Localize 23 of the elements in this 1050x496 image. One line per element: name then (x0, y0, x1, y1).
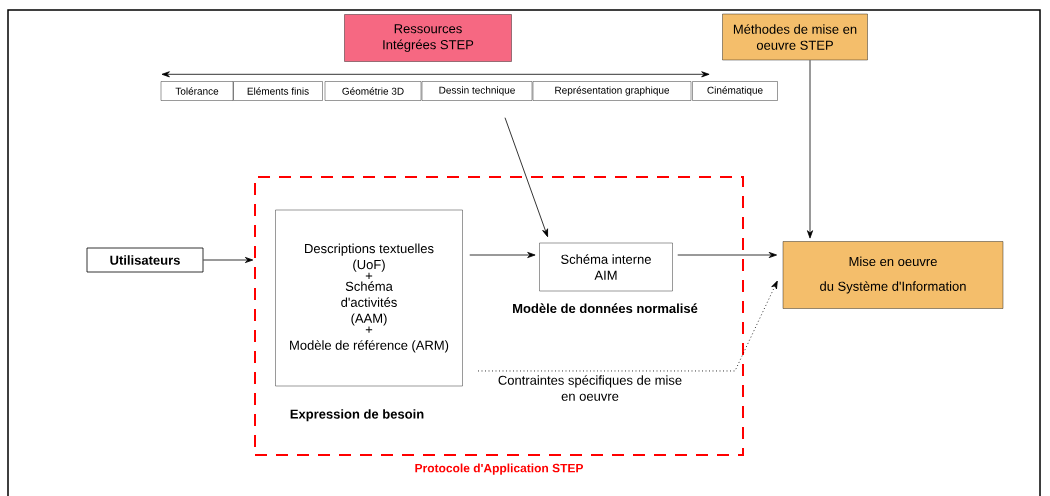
resource-box: Ressources Intégrées STEP (344, 14, 512, 62)
process-box: Descriptions textuelles (UoF) + Schéma d'activités (AAM) + Modèle de référence (ARM) (275, 209, 463, 387)
arrow (504, 117, 548, 238)
resource-item-box: Eléments finis (233, 81, 323, 101)
process-box: Mise en oeuvre du Système d'Information (782, 241, 1004, 309)
process-box: Schéma interne AIM (539, 242, 673, 292)
arrow (203, 257, 254, 263)
resource-item-box: Géométrie 3D (324, 81, 422, 101)
constraint-text: Contraintes spécifiques de mise en oeuvre (498, 375, 682, 401)
resource-item-box: Tolérance (160, 81, 234, 101)
resource-item-box: Représentation graphique (532, 81, 692, 101)
arrow (469, 252, 536, 258)
resource-item-box: Cinématique (692, 81, 778, 101)
resource-item-box: Dessin technique (421, 81, 533, 101)
arrow (807, 59, 813, 239)
box-caption: Modèle de données normalisé (513, 303, 698, 314)
arrow (677, 252, 777, 258)
actor-box: Utilisateurs (86, 247, 204, 273)
arrow (477, 280, 778, 372)
box-caption: Expression de besoin (290, 409, 424, 422)
process-box: Méthodes de mise en oeuvre STEP (722, 13, 868, 61)
range-arrow (161, 71, 710, 78)
node-label: Protocole d'Application STEP (415, 463, 584, 475)
